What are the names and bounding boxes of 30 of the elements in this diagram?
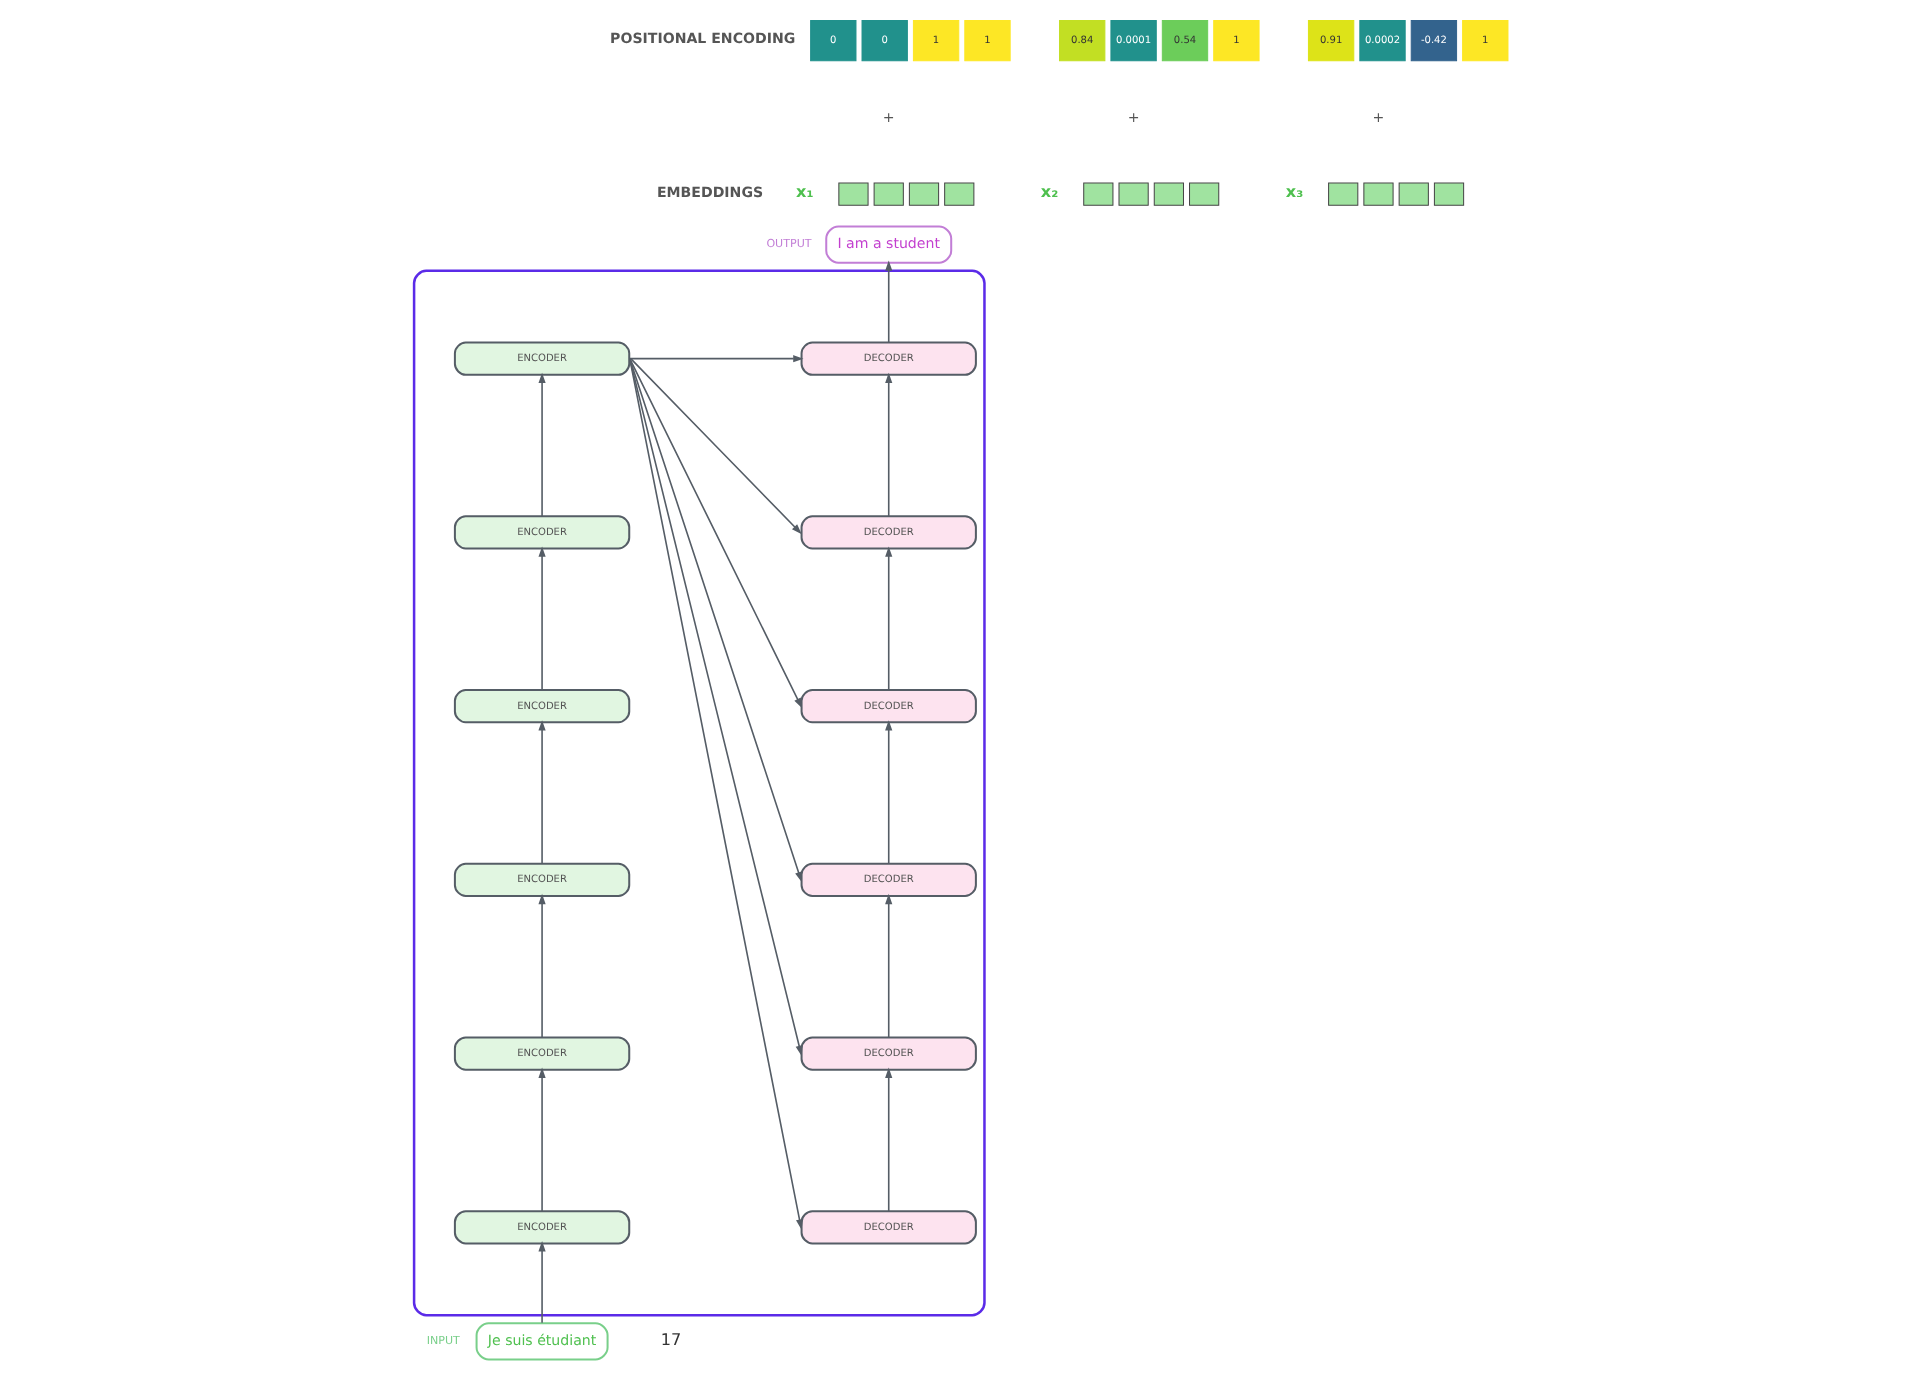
arrow	[538, 1067, 546, 1212]
arrow	[538, 893, 546, 1039]
arrow	[885, 893, 893, 1039]
node-box	[908, 182, 940, 206]
arrow	[885, 546, 893, 691]
arrow	[628, 357, 803, 709]
arrow	[885, 1067, 893, 1212]
node-box	[1189, 182, 1220, 206]
arrow	[538, 720, 546, 865]
node-box	[1433, 182, 1465, 206]
arrow	[628, 357, 803, 883]
node-box	[1083, 182, 1114, 206]
arrow	[628, 357, 803, 1056]
node-box	[1398, 182, 1429, 206]
arrow	[628, 355, 804, 363]
arrow	[538, 372, 546, 517]
node-box	[873, 182, 904, 206]
arrow	[538, 546, 546, 691]
node-box	[1153, 182, 1184, 206]
arrow	[885, 260, 893, 343]
arrow	[628, 357, 804, 1230]
node-box	[1118, 182, 1149, 206]
arrow	[885, 372, 893, 517]
arrow	[629, 357, 802, 535]
arrow	[538, 1241, 546, 1324]
arrow	[885, 720, 893, 865]
node-box	[1363, 182, 1394, 206]
node-box	[944, 182, 975, 206]
node-box	[1328, 182, 1359, 206]
node-box	[838, 182, 869, 206]
